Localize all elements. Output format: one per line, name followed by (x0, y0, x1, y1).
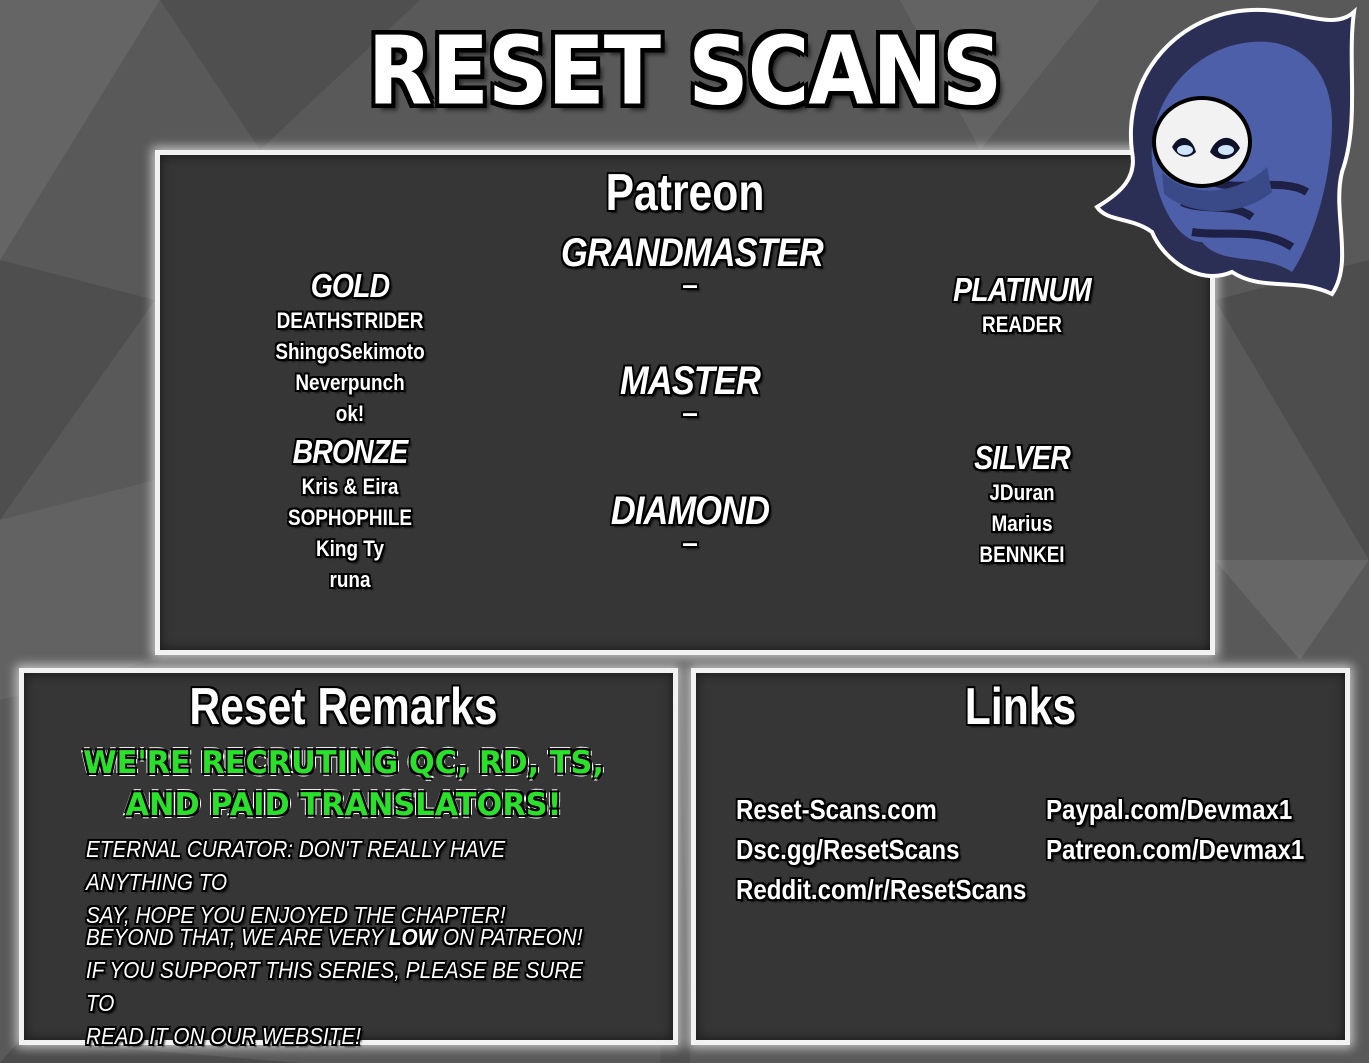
member-name: Kris & Eira (301, 474, 399, 499)
patreon-title: Patreon (605, 164, 765, 222)
note-line-3: READ IT ON OUR WEBSITE! (86, 1023, 361, 1049)
member-name: BENNKEI (979, 542, 1065, 567)
member-name: Marius (991, 511, 1053, 536)
tier-title: DIAMOND (610, 489, 770, 533)
member-name: Neverpunch (295, 370, 405, 395)
member-name: – (682, 527, 698, 558)
member-name: ShingoSekimoto (275, 339, 425, 364)
patreon-note: BEYOND THAT, WE ARE VERY LOW ON PATREON!… (86, 921, 608, 1053)
note-text: BEYOND THAT, WE ARE VERY (86, 924, 389, 950)
tier-title: GOLD (310, 267, 390, 304)
links-title: Links (964, 678, 1077, 736)
remarks-panel: Reset Remarks WE'RE RECRUTING QC, RD, TS… (19, 668, 678, 1049)
member-name: – (682, 269, 698, 300)
member-name: King Ty (316, 536, 384, 561)
curator-line-2: SAY, HOPE YOU ENJOYED THE CHAPTER! (86, 902, 506, 928)
tier-bronze: BRONZE Kris & Eira SOPHOPHILE King Ty ru… (200, 433, 500, 595)
remarks-title: Reset Remarks (189, 678, 498, 736)
member-name: DEATHSTRIDER (276, 308, 424, 333)
curator-line-1: ETERNAL CURATOR: DON'T REALLY HAVE ANYTH… (86, 836, 506, 895)
member-name: ok! (335, 401, 365, 426)
note-line-2: IF YOU SUPPORT THIS SERIES, PLEASE BE SU… (86, 957, 583, 1016)
member-name: READER (982, 312, 1062, 337)
note-emphasis: LOW (388, 924, 438, 950)
link-reddit[interactable]: Reddit.com/r/ResetScans (736, 874, 1027, 905)
member-name: – (682, 397, 698, 428)
tier-platinum: PLATINUM READER (872, 271, 1172, 340)
member-name: runa (329, 567, 371, 592)
tier-grandmaster: GRANDMASTER – (540, 231, 840, 300)
tier-silver: SILVER JDuran Marius BENNKEI (872, 439, 1172, 570)
hooded-mascot-icon (1094, 6, 1357, 297)
tier-title: PLATINUM (953, 271, 1091, 308)
tier-title: SILVER (974, 439, 1071, 476)
tier-title: BRONZE (292, 433, 409, 470)
curator-remark: ETERNAL CURATOR: DON'T REALLY HAVE ANYTH… (86, 833, 608, 932)
note-text: ON PATREON! (437, 924, 583, 950)
tier-title: MASTER (619, 359, 761, 403)
site-title: RESET SCANS (367, 16, 1002, 126)
note-line-1: BEYOND THAT, WE ARE VERY LOW ON PATREON! (86, 921, 608, 954)
member-name: SOPHOPHILE (287, 505, 413, 530)
recruit-line-2: AND PAID TRANSLATORS! (125, 787, 562, 823)
link-paypal[interactable]: Paypal.com/Devmax1 (1046, 794, 1293, 825)
tier-master: MASTER – (540, 359, 840, 428)
tier-gold: GOLD DEATHSTRIDER ShingoSekimoto Neverpu… (200, 267, 500, 429)
recruit-line-1: WE'RE RECRUTING QC, RD, TS, (83, 745, 604, 781)
links-panel: Links Reset-Scans.com Dsc.gg/ResetScans … (691, 668, 1350, 1045)
tier-diamond: DIAMOND – (540, 489, 840, 558)
patreon-panel: Patreon GOLD DEATHSTRIDER ShingoSekimoto… (155, 150, 1215, 655)
link-website[interactable]: Reset-Scans.com (736, 794, 937, 825)
member-name: JDuran (989, 480, 1055, 505)
link-patreon[interactable]: Patreon.com/Devmax1 (1046, 834, 1305, 865)
tier-title: GRANDMASTER (561, 231, 824, 275)
link-discord[interactable]: Dsc.gg/ResetScans (736, 834, 960, 865)
